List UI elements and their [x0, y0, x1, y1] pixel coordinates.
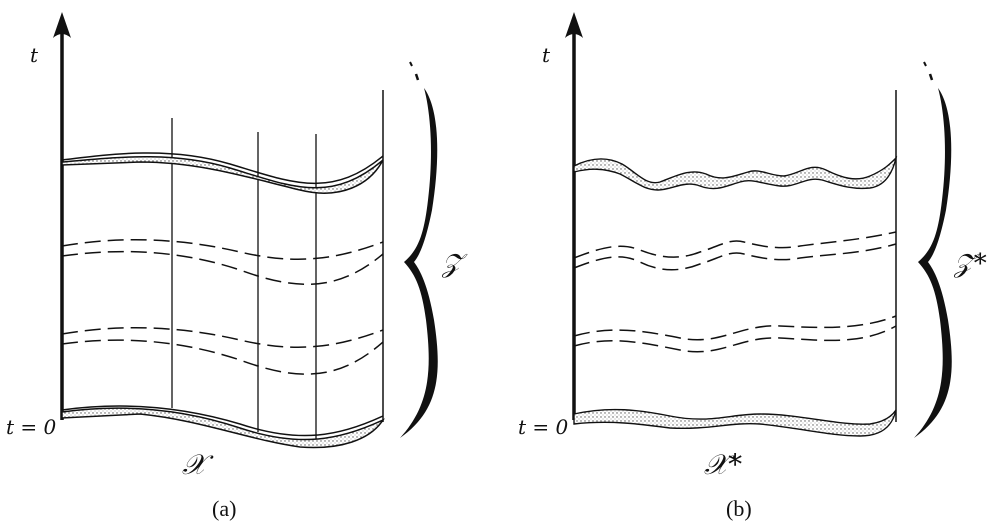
- caption-a: (a): [212, 496, 236, 521]
- panel-b: t t = 0 𝒵* 𝒳* (b): [518, 12, 987, 521]
- brace-label-b: 𝒵*: [953, 249, 987, 279]
- top-sheet-b: [573, 155, 898, 191]
- top-sheet-a: [61, 152, 384, 194]
- axis-label-t-b: t: [542, 43, 551, 67]
- bottom-label-a: 𝒳: [182, 448, 214, 481]
- caption-b: (b): [726, 496, 752, 521]
- panel-a: t t = 0: [6, 12, 468, 521]
- brace-label-a: 𝒵: [441, 249, 468, 279]
- brace-a: [400, 61, 438, 438]
- bottom-sheet-b: [573, 408, 897, 437]
- axis-label-t-a: t: [30, 43, 39, 67]
- time-axis-b: [565, 12, 583, 420]
- origin-label-b: t = 0: [518, 415, 569, 439]
- dashed-slices-b: [573, 231, 897, 353]
- brace-b: [914, 61, 952, 438]
- dashed-slices-a: [61, 239, 384, 375]
- origin-label-a: t = 0: [6, 415, 57, 439]
- time-axis-a: [53, 12, 71, 420]
- bottom-sheet-a: [61, 405, 386, 449]
- bottom-label-b: 𝒳*: [704, 448, 742, 481]
- vertical-fibres-a: [171, 118, 317, 446]
